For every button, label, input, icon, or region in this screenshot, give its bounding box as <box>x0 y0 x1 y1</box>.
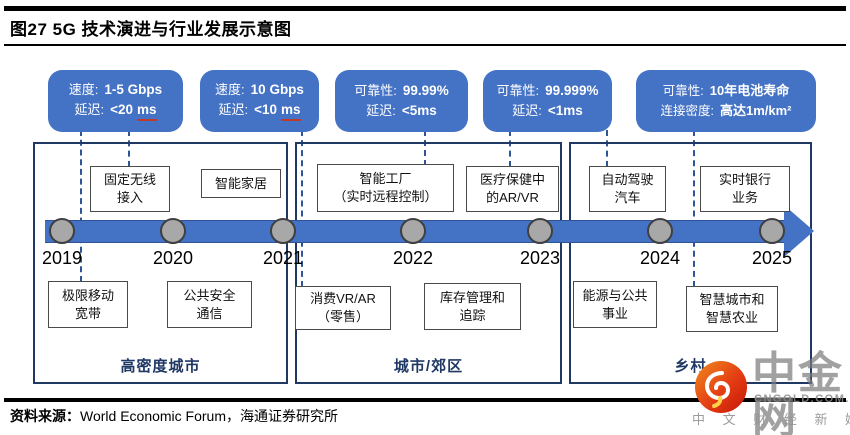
top-rule <box>4 6 846 11</box>
usecase-smart-home: 智能家居 <box>201 169 281 198</box>
callout-line: 速度: 10 Gbps <box>215 81 304 99</box>
callout-label: 延迟: <box>512 103 542 118</box>
dashed-connector <box>424 130 426 166</box>
timeline-node <box>160 218 186 244</box>
title-divider <box>4 44 846 46</box>
callout-value: <10 <box>254 102 277 117</box>
section-label: 乡村 <box>674 358 707 375</box>
bottom-rule <box>4 398 846 402</box>
callout-line: 速度: 1-5 Gbps <box>69 81 162 99</box>
usecase-energy-utilities: 能源与公共 事业 <box>573 281 657 328</box>
usecase-fixed-wireless-access: 固定无线 接入 <box>90 166 170 212</box>
watermark-brand: 中金网 <box>752 349 844 435</box>
callout-battery-density: 可靠性: 10年电池寿命 连接密度: 高达1m/km² <box>636 70 816 132</box>
callout-line: 可靠性: 99.99% <box>354 82 448 100</box>
callout-unit: ms <box>137 101 157 122</box>
callout-label: 可靠性: <box>662 84 704 99</box>
dashed-connector <box>606 130 608 167</box>
usecase-smart-city-agriculture: 智慧城市和 智慧农业 <box>686 286 778 332</box>
callout-speed-10gbps: 速度: 10 Gbps 延迟: <10 ms <box>200 70 319 132</box>
timeline-arrow-icon <box>784 205 814 257</box>
callout-value: 高达1m/km² <box>719 103 792 118</box>
year-label: 2023 <box>519 248 561 268</box>
section-rural: 乡村 <box>569 142 812 384</box>
callout-value: 10 Gbps <box>250 81 304 97</box>
section-urban-suburban: 城市/郊区 <box>295 142 562 384</box>
section-label: 高密度城市 <box>120 358 201 375</box>
callout-line: 延迟: <10 ms <box>218 101 301 122</box>
callout-label: 延迟: <box>218 102 249 117</box>
usecase-public-safety-comms: 公共安全 通信 <box>167 281 252 328</box>
year-label: 2024 <box>639 248 681 268</box>
section-high-density-city: 高密度城市 <box>33 142 288 384</box>
callout-label: 延迟: <box>74 102 105 117</box>
callout-value: 99.99% <box>402 82 449 98</box>
usecase-smart-factory: 智能工厂 （实时远程控制） <box>317 164 454 212</box>
timeline-node <box>49 218 75 244</box>
year-label: 2019 <box>41 248 83 268</box>
callout-value: 99.999% <box>545 82 599 98</box>
timeline-node <box>647 218 673 244</box>
timeline-node <box>270 218 296 244</box>
timeline-node <box>527 218 553 244</box>
section-label: 城市/郊区 <box>393 358 464 375</box>
usecase-healthcare-arvr: 医疗保健中 的AR/VR <box>466 166 559 212</box>
callout-line: 延迟: <1ms <box>512 102 583 120</box>
cngold-logo-icon <box>694 360 748 414</box>
callout-value: 10年电池寿命 <box>709 83 790 99</box>
usecase-consumer-vrar-retail: 消费VR/AR （零售） <box>295 286 391 330</box>
usecase-inventory-tracking: 库存管理和 追踪 <box>424 283 521 330</box>
dashed-connector <box>509 130 511 167</box>
callout-label: 连接密度: <box>660 104 714 118</box>
watermark-domain: CNGOLD.COM.CN <box>754 393 850 405</box>
year-label: 2020 <box>152 248 194 268</box>
source-text: World Economic Forum，海通证券研究所 <box>80 408 339 424</box>
callout-line: 延迟: <20 ms <box>74 101 157 122</box>
callout-speed-1-5gbps: 速度: 1-5 Gbps 延迟: <20 ms <box>48 70 183 132</box>
usecase-realtime-banking: 实时银行 业务 <box>700 166 790 212</box>
callout-label: 可靠性: <box>496 82 540 98</box>
dashed-connector <box>128 130 130 167</box>
timeline-node <box>400 218 426 244</box>
callout-label: 可靠性: <box>354 82 397 98</box>
callout-label: 速度: <box>215 81 245 97</box>
callout-value: <1ms <box>547 103 583 118</box>
usecase-extreme-mobile-broadband: 极限移动 宽带 <box>48 281 128 328</box>
watermark-tagline: 中 文 财 经 新 媒 体 <box>692 412 850 427</box>
callout-value: 1-5 Gbps <box>104 81 163 97</box>
dashed-connector <box>301 130 303 287</box>
dashed-connector <box>693 130 695 287</box>
source-label: 资料来源： <box>10 408 80 424</box>
year-label: 2022 <box>392 248 434 268</box>
callout-line: 可靠性: 99.999% <box>497 82 599 100</box>
figure-title: 图27 5G 技术演进与行业发展示意图 <box>10 20 292 39</box>
callout-unit: ms <box>281 101 301 122</box>
timeline-node <box>759 218 785 244</box>
source-caption: 资料来源：World Economic Forum，海通证券研究所 <box>10 406 338 426</box>
year-label: 2021 <box>262 248 304 268</box>
callout-reliability-9999: 可靠性: 99.99% 延迟: <5ms <box>335 70 468 132</box>
callout-label: 速度: <box>68 81 99 97</box>
callout-line: 可靠性: 10年电池寿命 <box>663 82 789 100</box>
callout-value: <5ms <box>401 103 437 118</box>
year-label: 2025 <box>751 248 793 268</box>
callout-value: <20 <box>110 102 133 117</box>
callout-label: 延迟: <box>366 103 396 118</box>
dashed-connector <box>80 130 82 282</box>
callout-line: 延迟: <5ms <box>366 102 437 120</box>
usecase-autonomous-cars: 自动驾驶 汽车 <box>589 166 666 212</box>
callout-reliability-99999: 可靠性: 99.999% 延迟: <1ms <box>483 70 612 132</box>
callout-line: 连接密度: 高达1m/km² <box>660 102 791 120</box>
